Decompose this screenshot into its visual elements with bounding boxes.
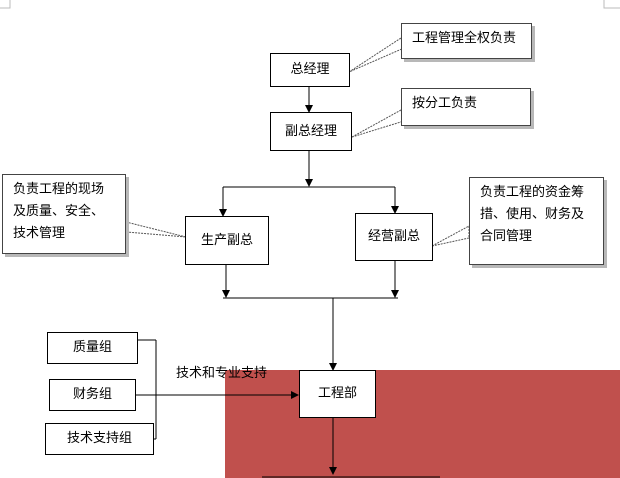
finance-group-label: 财务组 (72, 387, 112, 402)
page-corner-mark-left (0, 0, 11, 9)
deputy-gm-label: 副总经理 (284, 123, 337, 139)
tech-support-group-label: 技术支持组 (66, 431, 132, 446)
production-vp-box: 生产副总 (185, 216, 269, 265)
tech-support-group-box: 技术支持组 (45, 423, 154, 455)
production-callout: 负责工程的现场 及质量、安全、 技术管理 (2, 174, 126, 254)
finance-group-box: 财务组 (49, 379, 136, 411)
deputy-callout-line-1: 按分工负责 (412, 96, 478, 111)
quality-group-label: 质量组 (72, 340, 112, 355)
gm-callout-pointer (348, 37, 405, 73)
business-callout-line-3: 合同管理 (480, 229, 533, 244)
gm-callout: 工程管理全权负责 (401, 23, 532, 59)
production-callout-line-1: 负责工程的现场 (13, 182, 105, 197)
gm-box: 总经理 (270, 53, 350, 87)
business-callout-line-2: 措、使用、财务及 (480, 207, 585, 222)
support-label: 技术和专业支持 (176, 366, 268, 381)
gm-label: 总经理 (290, 62, 330, 77)
business-vp-box: 经营副总 (355, 213, 433, 261)
production-callout-line-3: 技术管理 (13, 226, 66, 241)
production-callout-line-2: 及质量、安全、 (13, 204, 105, 219)
business-callout-pointer (431, 225, 470, 247)
highlight-region (225, 370, 620, 478)
deputy-callout-pointer (351, 109, 405, 138)
engineering-label: 工程部 (317, 386, 357, 401)
business-vp-label: 经营副总 (367, 229, 420, 244)
business-callout: 负责工程的资金筹 措、使用、财务及 合同管理 (469, 177, 604, 265)
page-corner-mark-right (603, 0, 620, 9)
quality-group-box: 质量组 (47, 332, 138, 364)
production-callout-pointer (125, 221, 187, 238)
engineering-box: 工程部 (299, 370, 376, 418)
production-vp-label: 生产副总 (200, 232, 253, 248)
gm-callout-line-1: 工程管理全权负责 (412, 31, 517, 46)
deputy-gm-box: 副总经理 (270, 112, 352, 151)
business-callout-line-1: 负责工程的资金筹 (480, 185, 585, 200)
deputy-callout: 按分工负责 (401, 88, 531, 126)
